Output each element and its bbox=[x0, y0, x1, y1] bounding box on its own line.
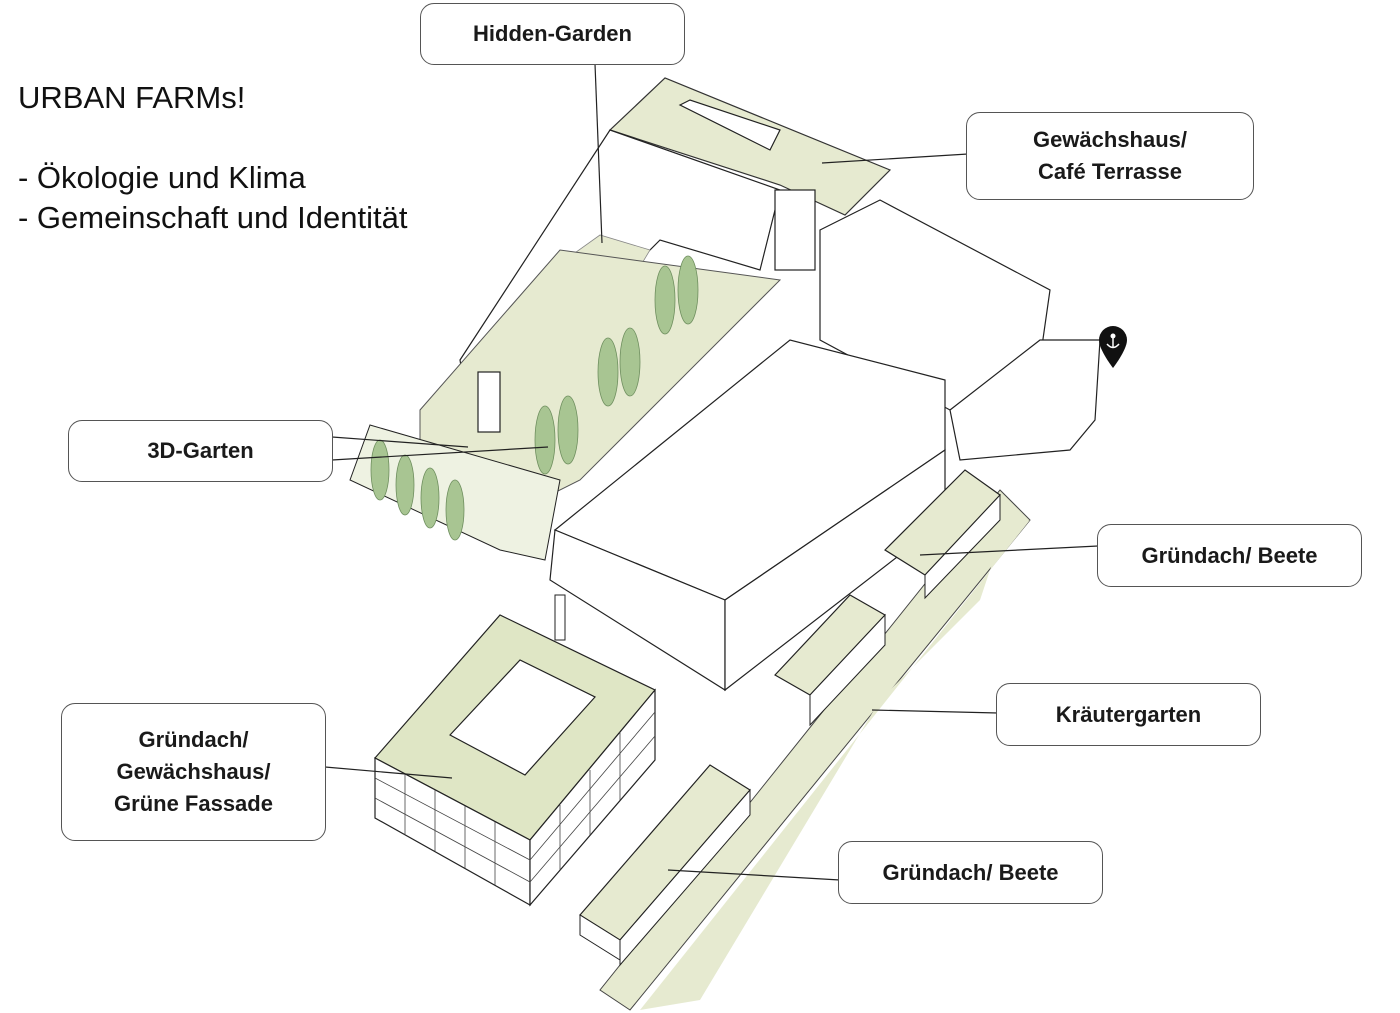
callout-beds-lower-line: Gründach/ Beete bbox=[882, 859, 1059, 885]
facade-grid bbox=[374, 711, 656, 885]
page-title: URBAN FARMs! bbox=[18, 80, 246, 115]
stair-tower-upper bbox=[774, 189, 816, 271]
callout-green-roof-beds-lower: Gründach/ Beete bbox=[838, 841, 1103, 904]
greenhouse-box bbox=[678, 99, 781, 151]
callout-beds-upper-line: Gründach/ Beete bbox=[1141, 542, 1318, 568]
callout-herb-garden-line: Kräutergarten bbox=[1055, 701, 1202, 727]
trees bbox=[370, 255, 699, 541]
stair-tower-left bbox=[477, 371, 501, 433]
anchor-pin-icon bbox=[1099, 326, 1127, 368]
roof-garden-top bbox=[608, 77, 892, 216]
callout-hidden-garden: Hidden-Garden bbox=[420, 3, 685, 65]
callout-greenhouse-cafe: Gewächshaus/ Café Terrasse bbox=[966, 112, 1254, 200]
callout-green-roof-facade: Gründach/ Gewächshaus/ Grüne Fassade bbox=[61, 703, 326, 841]
callout-greenhouse-line2: Café Terrasse bbox=[1038, 159, 1182, 184]
callout-hidden-garden-line: Hidden-Garden bbox=[473, 21, 632, 46]
callout-green-roof-beds-upper: Gründach/ Beete bbox=[1097, 524, 1362, 587]
green-roof-building-right bbox=[529, 688, 656, 907]
roof-beds-upper-face bbox=[924, 493, 1001, 600]
herb-garden-face bbox=[809, 613, 886, 727]
bullet-community: - Gemeinschaft und Identität bbox=[18, 200, 408, 235]
callout-3d-garden-line: 3D-Garten bbox=[147, 438, 254, 463]
green-roof-courtyard bbox=[449, 659, 596, 776]
roof-beds-lower-side bbox=[619, 788, 751, 967]
green-strip-right bbox=[640, 520, 1030, 1010]
chimney bbox=[554, 594, 566, 641]
callout-facade-line1: Gründach/ bbox=[138, 727, 249, 752]
right-wing bbox=[949, 339, 1101, 461]
title-block: URBAN FARMs! - Ökologie und Klima - Geme… bbox=[18, 78, 407, 238]
callout-facade-line2: Gewächshaus/ bbox=[116, 759, 271, 784]
callout-facade-line3: Grüne Fassade bbox=[114, 791, 273, 816]
callout-3d-garden: 3D-Garten bbox=[68, 420, 333, 482]
callout-herb-garden: Kräutergarten bbox=[996, 683, 1261, 746]
bullet-ecology: - Ökologie und Klima bbox=[18, 160, 306, 195]
leader-lines bbox=[324, 63, 1099, 881]
callout-greenhouse-line1: Gewächshaus/ bbox=[1032, 127, 1188, 152]
